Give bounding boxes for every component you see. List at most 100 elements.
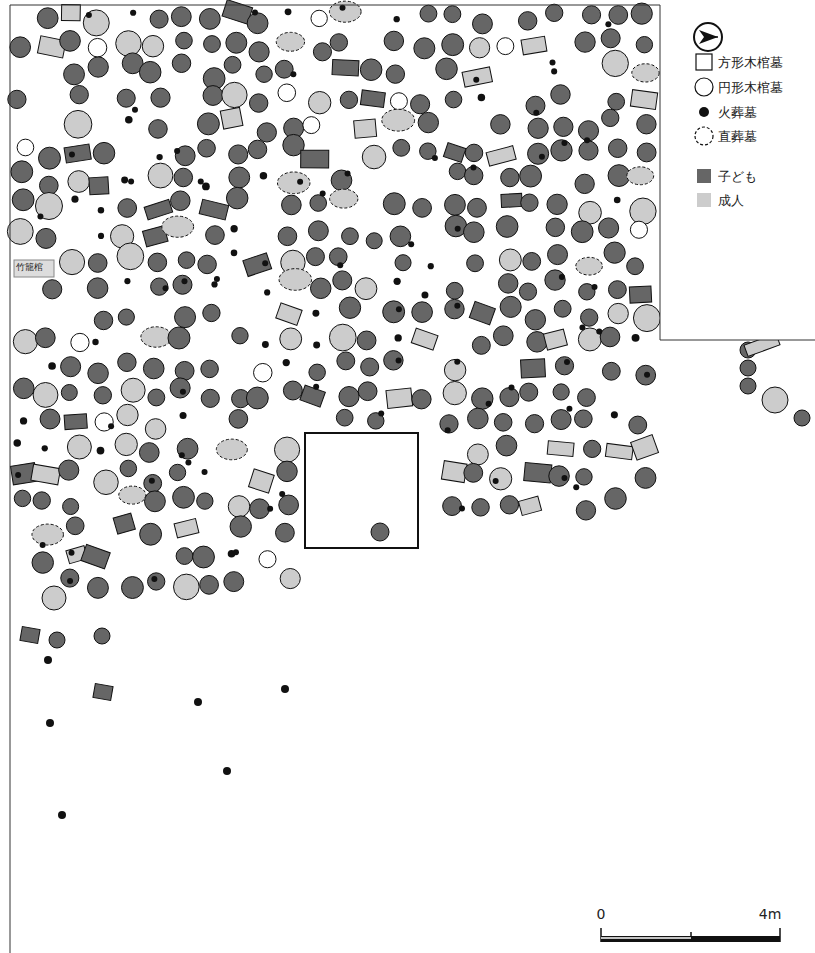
grave	[61, 357, 81, 377]
grave	[340, 91, 357, 108]
grave	[178, 252, 195, 269]
grave	[411, 95, 430, 114]
grave	[630, 90, 657, 110]
grave	[220, 107, 243, 129]
grave	[360, 59, 382, 81]
grave	[33, 383, 58, 408]
grave	[48, 362, 56, 370]
grave	[551, 68, 557, 74]
grave	[630, 198, 656, 224]
grave	[339, 387, 359, 407]
grave	[454, 359, 460, 365]
grave	[121, 177, 128, 184]
grave	[15, 472, 21, 478]
grave	[139, 443, 159, 463]
grave	[206, 226, 225, 245]
grave	[35, 192, 62, 219]
grave	[592, 284, 598, 290]
grave	[279, 269, 312, 291]
grave	[455, 226, 461, 232]
grave	[36, 228, 56, 248]
grave	[636, 365, 656, 385]
grave	[469, 301, 495, 324]
grave	[249, 42, 269, 62]
grave	[58, 811, 66, 819]
grave	[550, 59, 556, 65]
grave	[13, 330, 37, 354]
grave	[94, 628, 110, 644]
grave	[59, 460, 79, 480]
grave	[177, 438, 198, 459]
grave	[331, 170, 352, 191]
grave	[412, 302, 433, 323]
grave	[88, 38, 107, 57]
grave	[472, 336, 490, 354]
scale-bar	[601, 928, 780, 942]
grave	[88, 57, 108, 77]
grave	[88, 254, 107, 273]
legend-sample	[699, 107, 709, 117]
grave	[312, 310, 319, 317]
grave	[276, 32, 304, 51]
grave	[571, 221, 593, 243]
grave	[231, 250, 238, 257]
grave	[98, 207, 104, 213]
grave	[277, 461, 298, 482]
grave	[148, 573, 165, 590]
grave	[211, 281, 217, 287]
grave	[171, 7, 191, 27]
grave	[390, 226, 411, 247]
grave	[297, 179, 303, 185]
grave	[454, 303, 460, 309]
grave	[303, 117, 320, 134]
grave	[394, 16, 400, 22]
grave	[93, 684, 113, 701]
grave	[602, 50, 628, 76]
grave	[446, 282, 463, 299]
grave	[629, 416, 647, 434]
grave	[443, 381, 466, 404]
grave	[383, 193, 405, 215]
grave	[441, 461, 467, 483]
grave	[575, 32, 595, 52]
grave	[199, 8, 220, 29]
grave	[285, 8, 292, 15]
grave	[498, 274, 517, 293]
grave	[118, 199, 137, 218]
grave	[185, 459, 191, 465]
grave	[467, 444, 488, 465]
grave	[555, 357, 573, 375]
grave	[117, 89, 135, 107]
grave	[40, 409, 60, 429]
grave	[200, 575, 219, 594]
grave	[277, 172, 310, 194]
grave	[614, 197, 621, 204]
grave	[174, 168, 193, 187]
grave	[176, 32, 193, 49]
legend-sample	[695, 127, 713, 145]
grave	[280, 568, 300, 588]
legend-swatch	[697, 193, 711, 207]
grave	[445, 427, 451, 433]
grave	[411, 328, 438, 350]
grave	[330, 34, 347, 51]
grave	[173, 486, 195, 508]
grave	[581, 309, 598, 326]
grave	[93, 142, 115, 164]
legend-text: 子ども	[718, 170, 757, 183]
grave	[465, 144, 482, 161]
grave	[566, 406, 572, 412]
scale-number: 4m	[759, 907, 782, 921]
grave	[97, 447, 105, 455]
grave	[67, 578, 73, 584]
grave	[259, 551, 276, 568]
grave	[12, 189, 34, 211]
grave	[384, 31, 403, 50]
grave	[274, 437, 299, 462]
grave	[275, 60, 293, 78]
grave	[497, 38, 514, 55]
grave	[121, 577, 143, 599]
grave	[229, 145, 248, 164]
grave	[313, 43, 331, 61]
grave	[445, 194, 466, 215]
